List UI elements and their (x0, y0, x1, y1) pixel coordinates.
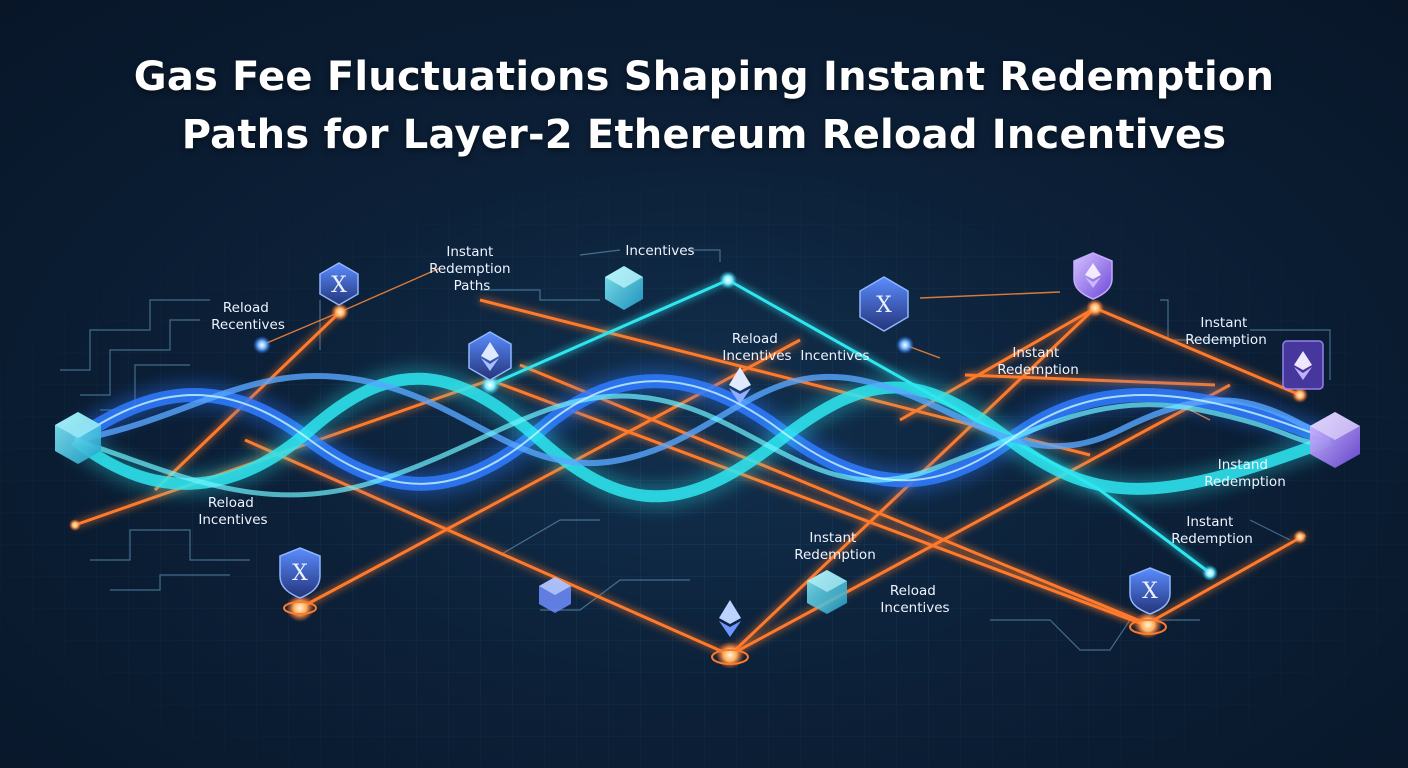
orange-node (1292, 387, 1308, 403)
ethereum-diamond-icon (468, 331, 512, 381)
cube-icon (539, 577, 571, 613)
cube-icon (807, 570, 847, 614)
label-reload-recentives: Reload Recentives (211, 300, 285, 333)
cyan-node (480, 375, 500, 395)
ethereum-diamond-icon (729, 367, 751, 404)
orange-node (711, 649, 749, 665)
circuit-traces (60, 249, 1331, 651)
label-reload-incentives-left: Reload Incentives (198, 495, 267, 528)
orange-node (69, 519, 81, 531)
x-token-hexagon-icon: X (319, 262, 359, 306)
x-token-hexagon-icon: X (859, 276, 909, 332)
label-incentives-top: Incentives (625, 243, 694, 259)
cube-icon (55, 412, 101, 464)
label-instant-redemption-right-lower: Instant Redemption (1171, 514, 1253, 547)
title-line-1: Gas Fee Fluctuations Shaping Instant Red… (133, 54, 1275, 100)
gas-fee-waves (67, 366, 1335, 509)
x-glyph: X (1142, 579, 1158, 604)
shield-icon: X (279, 547, 321, 599)
title-line-2: Paths for Layer-2 Ethereum Reload Incent… (181, 112, 1227, 158)
orange-node (331, 303, 349, 321)
page-title: Gas Fee Fluctuations Shaping Instant Red… (0, 48, 1408, 164)
cube-icon (1310, 412, 1360, 468)
diagram-labels: Instant Redemption Paths Incentives Relo… (198, 243, 1285, 616)
x-glyph: X (331, 273, 347, 298)
label-instant-redemption-paths: Instant Redemption Paths (429, 244, 515, 294)
orange-node (716, 641, 744, 669)
ethereum-diamond-icon (1282, 340, 1324, 390)
label-reload-incentives-mid: Reload Incentives (722, 331, 791, 364)
orange-node (283, 601, 317, 615)
orange-node (1129, 619, 1167, 635)
cyan-node (719, 271, 737, 289)
label-incentives-mid: Incentives (800, 348, 869, 364)
crystal-gem-icon (605, 266, 643, 310)
label-instand-redemption: Instand Redemption (1204, 457, 1286, 490)
token-icons: X X X X (55, 252, 1360, 637)
x-glyph: X (292, 561, 308, 586)
shield-icon: X (1129, 567, 1171, 615)
blue-node (253, 336, 271, 354)
orange-node (1086, 299, 1104, 317)
shield-icon (1073, 252, 1113, 300)
label-instant-redemption-center-right: Instant Redemption (997, 345, 1079, 378)
label-reload-incentives-bottom: Reload Incentives (880, 583, 949, 616)
label-instant-redemption-bottom: Instant Redemption (794, 530, 876, 563)
orange-node (1134, 611, 1162, 639)
path-nodes (69, 271, 1308, 669)
grid-floor (0, 170, 1408, 768)
x-glyph: X (876, 293, 892, 318)
blue-node (896, 336, 914, 354)
leader-lines (261, 267, 1211, 421)
orange-node (286, 594, 314, 622)
ethereum-diamond-icon (719, 600, 741, 637)
orange-node (1293, 530, 1307, 544)
cyan-node (1202, 565, 1218, 581)
label-instant-redemption-right-upper: Instant Redemption (1185, 315, 1267, 348)
